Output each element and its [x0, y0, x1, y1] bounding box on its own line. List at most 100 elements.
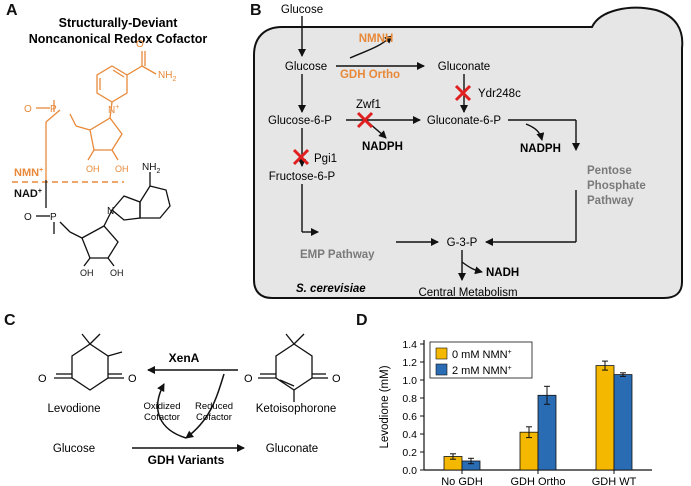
y-axis-label: Levodione (mM) — [379, 365, 391, 448]
atom-p2: P — [50, 212, 57, 223]
y-tick-label: 0.2 — [402, 447, 417, 459]
cofactor-nadph-1: NADPH — [362, 141, 403, 153]
central-metabolism-label: Central Metabolism — [418, 287, 517, 299]
amp-structure — [36, 172, 171, 267]
metabolite-glucose-6-p: Glucose-6-P — [268, 115, 332, 127]
levodione-label: Levodione — [47, 403, 100, 415]
enzyme-zwf1: Zwf1 — [356, 99, 381, 111]
panel-c-arrows — [132, 366, 245, 452]
metabolite-g-3-p: G-3-P — [447, 237, 478, 249]
yeast-cell — [253, 6, 684, 299]
ppp-label-line3: Pathway — [587, 195, 634, 207]
nad-label-sup: + — [38, 188, 42, 195]
cofactor-nmnh: NMNH — [359, 33, 394, 45]
atom-o-top: O — [136, 39, 144, 50]
y-tick-label: 1.2 — [402, 357, 417, 369]
ketoisophorone-label: Ketoisophorone — [256, 403, 337, 415]
enzyme-gdh-ortho: GDH Ortho — [340, 69, 400, 81]
ketoisophorone-o-right: O — [332, 373, 341, 385]
metabolite-glucose-external: Glucose — [281, 4, 323, 16]
bar — [537, 394, 557, 471]
panel-letter-d: D — [356, 312, 368, 329]
gdh-variants-label: GDH Variants — [148, 453, 225, 467]
ppp-label-line2: Phosphate — [587, 180, 646, 192]
reduced-cofactor-line2: Cofactor — [196, 412, 232, 423]
emp-pathway-label: EMP Pathway — [300, 249, 375, 261]
y-ticks: 0.0 0.2 0.4 0.6 0.8 1.0 1.2 1.4 — [402, 339, 424, 477]
panel-d-chart: 0.0 0.2 0.4 0.6 0.8 1.0 1.2 1.4 No GDH GDH Ortho… — [379, 339, 652, 486]
panel-c: O O O O XenA Levodione Ketoisophorone Ox… — [38, 333, 341, 467]
ketoisophorone-o-left: O — [244, 373, 253, 385]
x-tick-label: GDH Ortho — [510, 476, 565, 486]
atom-nh2-mid-sub: 2 — [156, 168, 160, 175]
panel-a-title-line2: Noncanonical Redox Cofactor — [29, 32, 208, 46]
pathway-arrows — [298, 16, 580, 281]
svg-text:NH2: NH2 — [158, 70, 176, 83]
cofactor-nadph-2: NADPH — [520, 143, 561, 155]
atom-nh2-mid: NH — [142, 162, 156, 173]
metabolite-gluconate: Gluconate — [438, 61, 490, 73]
atom-n-plus-sup: + — [115, 104, 119, 111]
y-tick-label: 0.8 — [402, 393, 417, 405]
metabolite-glucose: Glucose — [285, 61, 327, 73]
legend-swatch — [435, 363, 448, 376]
enzyme-xena: XenA — [169, 351, 200, 365]
y-tick-label: 0.0 — [402, 465, 417, 477]
bar — [595, 365, 615, 471]
svg-text:NMN+: NMN+ — [14, 167, 43, 179]
knockout-marks — [292, 84, 472, 166]
atom-oh-2: OH — [115, 164, 129, 174]
oxidized-cofactor-line2: Cofactor — [144, 412, 180, 423]
levodione-o-left: O — [38, 373, 47, 385]
atom-p1: P — [50, 104, 57, 115]
metabolite-fructose-6-p: Fructose-6-P — [269, 171, 336, 183]
bars — [443, 360, 633, 471]
panel-a: Structurally-Deviant Noncanonical Redox … — [12, 16, 207, 278]
atom-o-minus1: O — [24, 104, 32, 115]
x-tick-label: GDH WT — [592, 476, 637, 486]
nad-label: NAD — [14, 188, 38, 200]
atom-n: N — [107, 206, 114, 217]
nmn-label: NMN — [14, 167, 39, 179]
gluconate-label: Gluconate — [266, 443, 318, 455]
panel-a-title-line1: Structurally-Deviant — [59, 16, 179, 30]
ppp-label-line1: Pentose — [587, 165, 632, 177]
atom-oh-4: OH — [110, 268, 124, 278]
panel-b: Glucose Glucose NMNH GDH Ortho Gluconate… — [253, 4, 684, 299]
panel-letter-a: A — [6, 2, 18, 19]
bar — [613, 374, 633, 471]
enzyme-pgi1: Pgi1 — [314, 153, 337, 165]
y-tick-label: 0.4 — [402, 429, 417, 441]
y-tick-label: 0.6 — [402, 411, 417, 423]
cofactor-nadh: NADH — [486, 267, 519, 279]
y-tick-label: 1.4 — [402, 339, 417, 351]
y-tick-label: 1.0 — [402, 375, 417, 387]
panel-letter-b: B — [250, 2, 262, 19]
legend-label-sup: + — [508, 349, 512, 356]
oxidized-cofactor-line1: Oxidized — [144, 401, 181, 412]
metabolite-gluconate-6-p: Gluconate-6-P — [427, 115, 501, 127]
reduced-cofactor-line1: Reduced — [195, 401, 233, 412]
x-ticks: No GDH GDH Ortho GDH WT — [441, 470, 637, 486]
legend-swatch — [435, 347, 448, 360]
nmn-structure — [36, 51, 157, 180]
ketoisophorone-structure — [258, 333, 328, 402]
panel-letter-c: C — [4, 312, 16, 329]
atom-o-minus2: O — [24, 212, 32, 223]
glucose-label: Glucose — [53, 443, 95, 455]
enzyme-ydr248c: Ydr248c — [478, 88, 521, 100]
svg-text:NH2: NH2 — [142, 162, 160, 175]
organism-label: S. cerevisiae — [296, 283, 366, 295]
atom-nh2-top: NH — [158, 70, 172, 81]
atom-oh-1: OH — [86, 164, 100, 174]
x-tick-label: No GDH — [441, 476, 483, 486]
atom-nh2-top-sub: 2 — [172, 76, 176, 83]
legend-label-sup: + — [508, 365, 512, 372]
legend-label: 2 mM NMN+ — [452, 365, 512, 377]
atom-oh-3: OH — [80, 268, 94, 278]
legend-label: 0 mM NMN+ — [452, 349, 512, 361]
svg-text:NAD+: NAD+ — [14, 188, 42, 200]
svg-text:N+: N+ — [108, 104, 119, 116]
atom-n-plus: N — [108, 105, 115, 116]
